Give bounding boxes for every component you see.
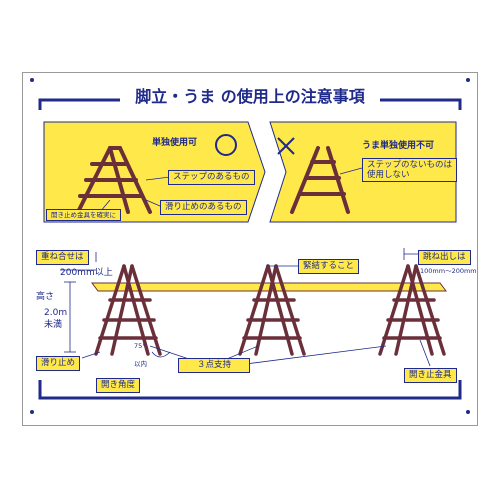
single-use-ok-heading: 単独使用可 — [152, 138, 198, 148]
ng-cross-icon — [277, 137, 295, 155]
overhang-value: 100mm〜200mm — [420, 267, 477, 275]
no-steps-note: ステップのないものは 使用しない — [362, 158, 458, 182]
no-steps-note-line2: 使用しない — [367, 170, 410, 180]
overhang-label: 跳ね出しは — [418, 250, 471, 265]
frame-bracket-top-left — [38, 98, 120, 110]
leader-three-point — [229, 345, 387, 367]
page-title: 脚立・うま の使用上の注意事項 — [135, 87, 365, 106]
height-label: 高さ — [36, 292, 55, 302]
overlap-label: 重ね合せは — [36, 250, 89, 265]
sawhorse-right — [378, 264, 446, 356]
corner-dot — [466, 78, 470, 82]
corner-dot — [466, 410, 470, 414]
scaffold-plank — [91, 282, 447, 292]
corner-dot — [30, 78, 34, 82]
tie-label: 緊結すること — [298, 259, 360, 274]
angle-value: 75° — [134, 342, 146, 350]
lock-callout: 開き止め金具を確実に — [46, 209, 121, 221]
frame-bracket-top-right — [380, 98, 462, 110]
angle-arc — [151, 351, 171, 358]
leader-antislip — [81, 351, 101, 359]
sawhorse-middle — [238, 264, 306, 356]
note-with-steps: ステップのあるもの — [168, 170, 255, 185]
lock-label: 開き止金具 — [404, 368, 457, 383]
leader-lock — [419, 339, 431, 367]
height-suffix: 未満 — [44, 320, 63, 330]
height-value: 2.0m — [44, 308, 68, 318]
leader-line — [339, 167, 363, 175]
leader-line — [145, 199, 161, 207]
angle-suffix: 以内 — [134, 360, 147, 368]
sawhorse-left — [94, 264, 162, 356]
no-steps-note-line1: ステップのないものは — [367, 160, 453, 170]
antislip-label: 滑り止め — [36, 356, 81, 371]
overlap-value: 200mm以上 — [60, 268, 113, 278]
note-with-antislip: 滑り止めのあるもの — [160, 200, 247, 215]
three-point-label: ３点支持 — [178, 358, 251, 373]
angle-label: 開き角度 — [96, 378, 141, 393]
ok-circle-icon — [215, 134, 237, 156]
step-ladder-icon — [76, 146, 152, 214]
leader-line — [145, 176, 171, 181]
corner-dot — [30, 410, 34, 414]
ladder-no-steps-icon — [290, 146, 350, 214]
sawhorse-single-ng-heading: うま単独使用不可 — [362, 141, 435, 151]
frame-bracket-bottom — [38, 380, 462, 400]
